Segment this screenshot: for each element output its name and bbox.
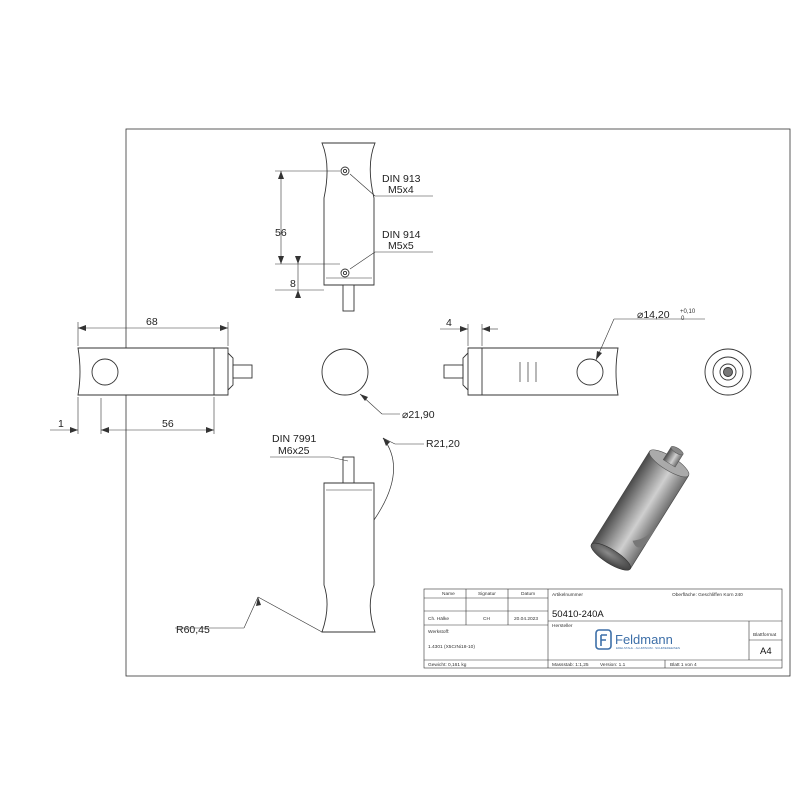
tb-header-blattformat: Blattformat [753, 632, 777, 638]
tb-format: A4 [760, 646, 772, 657]
isometric-render [590, 446, 690, 571]
dim-1: 1 [58, 418, 64, 430]
tb-drafter-signature: CH [483, 616, 490, 622]
tb-header-werkstoff: Werkstoff: [428, 629, 449, 635]
dim-4: 4 [446, 317, 452, 329]
tb-scale: Massstab: 1:1,25 [552, 662, 589, 668]
bottom-view-part [175, 437, 424, 633]
tb-surface: Oberfläche: Geschliffen Korn 240 [672, 592, 743, 598]
tb-header-datum: Datum [521, 591, 535, 597]
dim-radius-21-20: R21,20 [426, 438, 460, 450]
svg-text:EDELSTAHL · ALUMINIUM · SCHMIE: EDELSTAHL · ALUMINIUM · SCHMIEDEEISEN [616, 646, 680, 650]
label-din7991: DIN 7991 [272, 433, 317, 445]
cross-hole-left [91, 358, 119, 386]
set-screw-hole-lower [340, 268, 350, 278]
tb-drafter-date: 20.04.2023 [514, 616, 538, 622]
tb-sheet: Blatt 1 von 4 [670, 662, 697, 668]
tb-weight: Gewicht: 0,161 kg [428, 662, 467, 668]
right-view-part [443, 347, 619, 396]
tb-drafter-name: Ch. Hälke [428, 616, 449, 622]
dim-56-vertical: 56 [275, 227, 287, 239]
label-din914: DIN 914 [382, 229, 421, 241]
tb-header-artikelnummer: Artikelnummer [552, 592, 583, 598]
dim-68: 68 [146, 316, 158, 328]
front-view-part [321, 348, 400, 415]
dim-56-horizontal: 56 [162, 418, 174, 430]
dim-diameter-14-20: ⌀14,20 [637, 309, 670, 321]
tb-header-hersteller: Hersteller [552, 623, 573, 629]
cross-hole-right [576, 358, 604, 386]
label-din913-size: M5x4 [388, 184, 414, 196]
label-din913: DIN 913 [382, 173, 421, 185]
title-block [423, 588, 783, 669]
feldmann-logo: Feldmann EDELSTAHL · ALUMINIUM · SCHMIED… [595, 629, 680, 650]
label-din914-size: M5x5 [388, 240, 414, 252]
dim-8: 8 [290, 278, 296, 290]
end-view-part [704, 348, 752, 396]
set-screw-hole-upper [340, 166, 350, 176]
dim-tolerance-plus: +0,10 [680, 309, 696, 315]
left-view-dimensions [50, 322, 229, 434]
drawing-frame [125, 128, 791, 677]
dim-radius-60-45: R60,45 [176, 624, 210, 636]
tb-material: 1.4301 (X5CrNi18-10) [428, 644, 475, 650]
tb-version: Version: 1.1 [600, 662, 626, 668]
dim-tolerance-zero: 0 [681, 316, 685, 322]
svg-text:Feldmann: Feldmann [615, 632, 673, 647]
label-din7991-size: M6x25 [278, 445, 310, 457]
left-view-part [77, 347, 253, 396]
tb-header-name: Name [442, 591, 455, 597]
tb-article-number: 50410-240A [552, 609, 604, 620]
tb-header-signatur: Signatur [478, 591, 496, 597]
dim-diameter-21-90: ⌀21,90 [402, 409, 435, 421]
top-view-part [321, 142, 376, 312]
